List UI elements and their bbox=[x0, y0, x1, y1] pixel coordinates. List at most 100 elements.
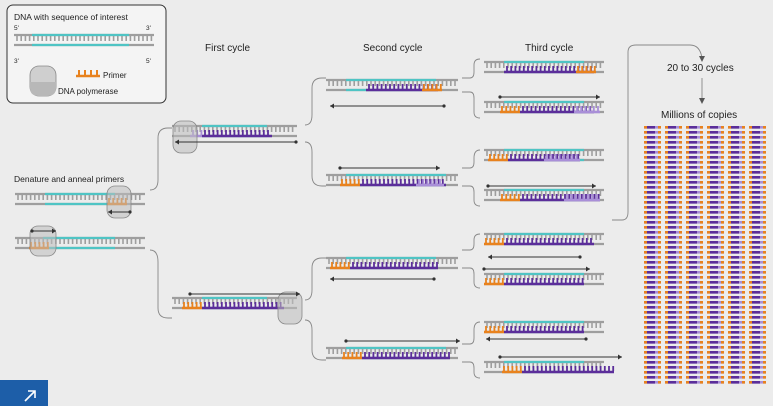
dna-copy bbox=[728, 381, 745, 384]
third-cycle-product-5 bbox=[484, 232, 604, 246]
dna-copy bbox=[749, 226, 766, 229]
dna-copy bbox=[665, 251, 682, 254]
dna-copy bbox=[644, 196, 661, 199]
dna-copy bbox=[707, 296, 724, 299]
dna-copy bbox=[686, 366, 703, 369]
dna-copy bbox=[728, 371, 745, 374]
millions-of-copies-grid bbox=[644, 126, 766, 384]
dna-copy bbox=[728, 181, 745, 184]
dna-copy bbox=[728, 316, 745, 319]
dna-copy bbox=[686, 286, 703, 289]
dna-copy bbox=[707, 371, 724, 374]
dna-copy bbox=[686, 336, 703, 339]
dna-copy bbox=[665, 301, 682, 304]
dna-copy bbox=[707, 341, 724, 344]
dna-copy bbox=[665, 271, 682, 274]
dna-copy bbox=[707, 286, 724, 289]
dna-copy bbox=[707, 366, 724, 369]
dna-copy bbox=[644, 266, 661, 269]
polymerase-icon bbox=[277, 291, 303, 325]
dna-copy bbox=[749, 346, 766, 349]
dna-copy bbox=[749, 296, 766, 299]
dna-copy bbox=[644, 181, 661, 184]
dna-copy bbox=[644, 351, 661, 354]
dna-copy bbox=[728, 276, 745, 279]
second-cycle-product-2 bbox=[326, 173, 458, 187]
dna-copy bbox=[665, 346, 682, 349]
dna-copy bbox=[728, 331, 745, 334]
dna-copy bbox=[707, 186, 724, 189]
dna-copy bbox=[707, 216, 724, 219]
dna-copy bbox=[728, 191, 745, 194]
dna-copy bbox=[749, 316, 766, 319]
dna-copy bbox=[665, 151, 682, 154]
extension-arrow bbox=[338, 165, 440, 171]
dna-copy bbox=[665, 186, 682, 189]
dna-copy bbox=[644, 321, 661, 324]
dna-copy bbox=[728, 226, 745, 229]
third-cycle-product-4 bbox=[484, 188, 604, 202]
dna-copy bbox=[749, 206, 766, 209]
dna-copy bbox=[686, 246, 703, 249]
dna-copy bbox=[665, 146, 682, 149]
dna-copy bbox=[728, 136, 745, 139]
dna-copy bbox=[707, 171, 724, 174]
dna-copy bbox=[749, 321, 766, 324]
dna-copy bbox=[749, 331, 766, 334]
dna-copy bbox=[707, 326, 724, 329]
dna-copy bbox=[644, 301, 661, 304]
dna-copy bbox=[728, 166, 745, 169]
dna-copy bbox=[707, 146, 724, 149]
dna-copy bbox=[749, 191, 766, 194]
dna-copy bbox=[749, 151, 766, 154]
dna-copy bbox=[665, 246, 682, 249]
dna-copy bbox=[707, 191, 724, 194]
dna-copy bbox=[728, 291, 745, 294]
dna-copy bbox=[707, 131, 724, 134]
dna-copy bbox=[707, 331, 724, 334]
extension-arrow bbox=[344, 338, 460, 344]
dna-copy bbox=[707, 256, 724, 259]
dna-copy bbox=[749, 306, 766, 309]
primer-extension-arrow bbox=[30, 228, 56, 234]
dna-copy bbox=[749, 311, 766, 314]
dna-copy bbox=[728, 256, 745, 259]
dna-copy bbox=[728, 301, 745, 304]
dna-copy bbox=[665, 211, 682, 214]
dna-copy bbox=[686, 261, 703, 264]
polymerase-icon bbox=[172, 120, 198, 154]
dna-copy bbox=[707, 281, 724, 284]
dna-copy bbox=[665, 156, 682, 159]
dna-copy bbox=[728, 376, 745, 379]
dna-copy bbox=[749, 356, 766, 359]
dna-copy bbox=[665, 196, 682, 199]
dna-copy bbox=[728, 201, 745, 204]
dna-copy bbox=[644, 366, 661, 369]
dna-copy bbox=[728, 221, 745, 224]
expand-button[interactable] bbox=[0, 380, 48, 406]
dna-copy bbox=[686, 161, 703, 164]
dna-copy bbox=[644, 216, 661, 219]
dna-copy bbox=[665, 371, 682, 374]
dna-copy bbox=[665, 126, 682, 129]
dna-copy bbox=[644, 271, 661, 274]
dna-copy bbox=[644, 256, 661, 259]
dna-copy bbox=[749, 286, 766, 289]
dna-copy bbox=[707, 136, 724, 139]
cycle-arrows bbox=[699, 56, 705, 104]
dna-copy bbox=[665, 236, 682, 239]
dna-copy bbox=[707, 351, 724, 354]
dna-copy bbox=[728, 151, 745, 154]
dna-copy bbox=[707, 161, 724, 164]
dna-copy bbox=[728, 296, 745, 299]
extension-arrow bbox=[330, 103, 446, 109]
dna-copy bbox=[665, 191, 682, 194]
first-cycle-label: First cycle bbox=[205, 43, 250, 54]
dna-copy bbox=[686, 311, 703, 314]
dna-strands bbox=[15, 60, 622, 374]
dna-copy bbox=[728, 271, 745, 274]
dna-copy bbox=[665, 161, 682, 164]
dna-copy bbox=[686, 361, 703, 364]
dna-copy bbox=[707, 291, 724, 294]
